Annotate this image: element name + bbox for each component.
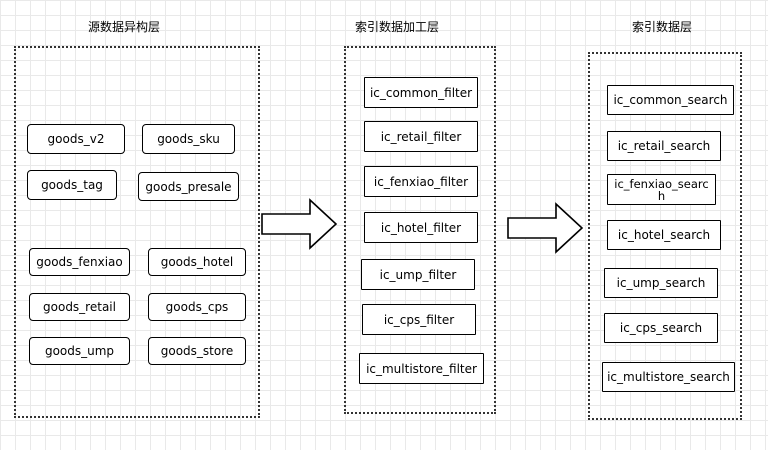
source-layer-group	[14, 46, 260, 418]
node-ic-multistore-filter: ic_multistore_filter	[359, 353, 484, 384]
node-ic-fenxiao-filter: ic_fenxiao_filter	[364, 166, 478, 197]
node-ic-fenxiao-search: ic_fenxiao_search	[607, 174, 716, 205]
node-goods-fenxiao: goods_fenxiao	[29, 248, 130, 276]
node-goods-store: goods_store	[148, 337, 246, 365]
node-goods-hotel: goods_hotel	[148, 248, 246, 276]
node-ic-ump-filter: ic_ump_filter	[361, 259, 475, 290]
node-ic-multistore-search: ic_multistore_search	[602, 362, 735, 392]
node-ic-common-filter: ic_common_filter	[364, 77, 478, 108]
node-goods-v2: goods_v2	[27, 124, 125, 154]
node-ic-ump-search: ic_ump_search	[604, 268, 718, 298]
node-goods-sku: goods_sku	[142, 124, 235, 154]
process-layer-group	[344, 46, 496, 414]
node-goods-cps: goods_cps	[148, 293, 246, 321]
node-ic-cps-search: ic_cps_search	[604, 313, 718, 343]
node-goods-tag: goods_tag	[27, 170, 117, 200]
node-ic-common-search: ic_common_search	[607, 85, 734, 115]
node-ic-retail-search: ic_retail_search	[607, 131, 721, 161]
node-ic-hotel-filter: ic_hotel_filter	[364, 212, 478, 243]
node-ic-hotel-search: ic_hotel_search	[607, 220, 721, 250]
node-goods-presale: goods_presale	[138, 172, 239, 201]
node-goods-ump: goods_ump	[29, 337, 130, 365]
node-goods-retail: goods_retail	[29, 293, 130, 321]
arrow-right-icon	[507, 202, 584, 254]
node-ic-retail-filter: ic_retail_filter	[364, 121, 478, 152]
index-layer-group	[588, 52, 742, 420]
arrow-right-icon	[261, 198, 338, 250]
process-layer-title: 索引数据加工层	[355, 20, 440, 34]
node-ic-cps-filter: ic_cps_filter	[362, 304, 476, 335]
source-layer-title: 源数据异构层	[88, 20, 161, 34]
index-layer-title: 索引数据层	[632, 20, 693, 34]
